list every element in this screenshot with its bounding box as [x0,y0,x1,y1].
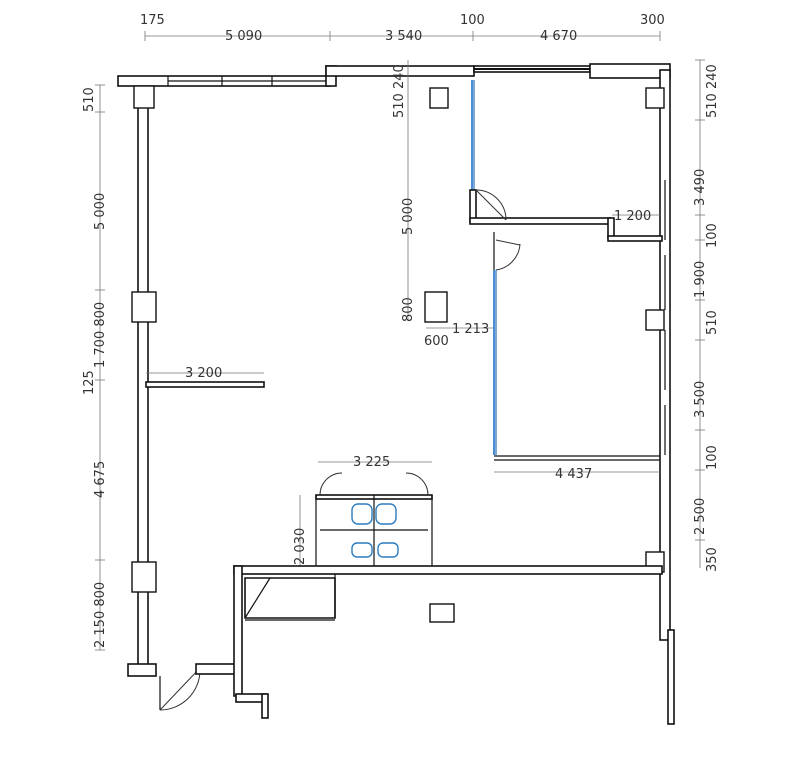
wc-door-left [319,472,343,496]
entrance-door-swing [159,667,201,711]
dim-left-125: 125 [82,370,97,395]
dim-top-4670: 4 670 [540,29,577,44]
left-dimension-chain: 510 5 000 1 700 800 125 4 675 2 150 800 [82,84,108,651]
column [133,85,155,109]
left-partition [145,372,265,388]
column [429,87,449,109]
glass-partitions [471,80,497,455]
dim-right-1900: 1 900 [693,261,708,298]
dim-inner-510-240: 510 240 [392,64,407,118]
dim-inner-5000: 5 000 [401,198,416,235]
toilet [351,542,373,558]
dim-left-5000: 5 000 [93,193,108,230]
dim-600: 600 [424,334,449,349]
sink [351,503,373,525]
dim-top-3540: 3 540 [385,29,422,44]
dim-right-100-a: 100 [705,223,720,248]
toilet [377,542,399,558]
dim-right-510: 510 [705,310,720,335]
column [131,291,157,323]
dim-right-3490: 3 490 [693,169,708,206]
dim-top-100: 100 [460,13,485,28]
dim-right-3500: 3 500 [693,381,708,418]
bottom-room [233,565,663,719]
dim-top-5090: 5 090 [225,29,262,44]
dim-inner-800: 800 [401,297,416,322]
dim-right-510-240: 510 240 [705,64,720,118]
toilet-block [299,461,433,568]
dim-1213: 1 213 [452,322,489,337]
wc-door-right [405,472,429,496]
dim-2030: 2 030 [293,528,308,565]
dim-left-2150-800: 2 150 800 [93,582,108,648]
dim-3200: 3 200 [185,366,222,381]
dim-right-2500: 2 500 [693,498,708,535]
dim-4437: 4 437 [555,467,592,482]
dim-1200: 1 200 [614,209,651,224]
column [429,603,455,623]
dim-top-300: 300 [640,13,665,28]
dim-right-350: 350 [705,547,720,572]
dim-top-175: 175 [140,13,165,28]
column [131,561,157,593]
column [424,291,448,323]
office-door-swing-1 [475,189,507,221]
dim-right-100-b: 100 [705,445,720,470]
top-dimension-chain: 175 5 090 3 540 100 4 670 300 [140,13,665,44]
dim-3225: 3 225 [353,455,390,470]
outer-walls [117,63,675,725]
dim-left-4675: 4 675 [93,461,108,498]
dim-left-510: 510 [82,87,97,112]
office-door-swing-2 [495,239,521,271]
sink [375,503,397,525]
column [645,87,665,109]
inner-dimensions: 510 240 5 000 800 1 200 1 213 600 3 200 … [185,60,660,565]
dim-left-1700-800: 1 700 800 [93,302,108,368]
columns [131,85,665,623]
column [645,309,665,331]
office-walls [469,189,663,461]
right-dimension-chain: 510 240 3 490 100 1 900 510 3 500 100 2 … [693,59,720,572]
